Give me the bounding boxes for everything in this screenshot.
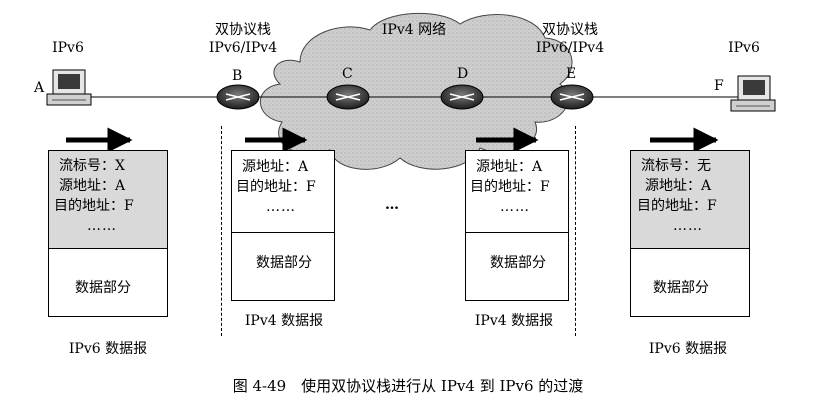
node-e-label: E: [566, 66, 577, 82]
router-b-icon: [216, 84, 260, 110]
flow-label-field: 流标号：无: [641, 158, 711, 174]
left-host-label: IPv6: [52, 40, 84, 56]
node-c-label: C: [342, 66, 353, 82]
cloud-label: IPv4 网络: [381, 22, 447, 38]
packet-header: 流标号：无 源地址：A 目的地址：F ……: [631, 151, 749, 249]
flow-label-field: 流标号：X: [59, 158, 125, 174]
destination-address-field: 目的地址：F: [470, 179, 550, 195]
more-fields: ……: [500, 199, 530, 215]
ipv4-packet-left-caption: IPv4 数据报: [244, 313, 324, 329]
ipv4-packet-right: 源地址：A 目的地址：F …… 数据部分: [465, 150, 569, 301]
dashed-separator: [575, 126, 576, 336]
ipv6-packet-left-caption: IPv6 数据报: [68, 341, 148, 357]
router-c-icon: [326, 84, 370, 110]
right-host-label: IPv6: [728, 40, 760, 56]
node-f-label: F: [714, 78, 724, 94]
host-a-computer-icon: [46, 69, 92, 106]
source-address-field: 源地址：A: [59, 178, 126, 194]
destination-address-field: 目的地址：F: [637, 198, 717, 214]
ipv6-packet-right: 流标号：无 源地址：A 目的地址：F …… 数据部分: [630, 150, 750, 317]
data-section-label: 数据部分: [490, 255, 546, 271]
ipv4-packet-left: 源地址：A 目的地址：F …… 数据部分: [231, 150, 335, 301]
packet-header: 源地址：A 目的地址：F ……: [466, 151, 568, 233]
host-f-computer-icon: [730, 75, 776, 112]
dual-stack-right-label-2: IPv6/IPv4: [535, 40, 605, 56]
destination-address-field: 目的地址：F: [236, 179, 316, 195]
more-fields: ……: [266, 199, 296, 215]
ipv6-packet-left: 流标号：X 源地址：A 目的地址：F …… 数据部分: [48, 150, 168, 317]
router-e-icon: [550, 84, 594, 110]
figure-caption: 图 4-49 使用双协议栈进行从 IPv4 到 IPv6 的过渡: [232, 377, 584, 395]
source-address-field: 源地址：A: [476, 159, 543, 175]
destination-address-field: 目的地址：F: [54, 198, 134, 214]
source-address-field: 源地址：A: [645, 178, 712, 194]
node-a-label: A: [34, 80, 45, 96]
router-d-icon: [440, 84, 484, 110]
more-fields: ……: [87, 218, 117, 234]
dual-stack-left-label-2: IPv6/IPv4: [208, 40, 278, 56]
node-b-label: B: [232, 68, 243, 84]
middle-ellipsis: …: [385, 197, 399, 213]
dual-stack-right-label-1: 双协议栈: [542, 22, 598, 38]
ipv6-packet-right-caption: IPv6 数据报: [648, 341, 728, 357]
ipv4-packet-right-caption: IPv4 数据报: [474, 313, 554, 329]
dual-stack-left-label-1: 双协议栈: [215, 22, 271, 38]
data-section-label: 数据部分: [653, 280, 709, 296]
more-fields: ……: [673, 218, 703, 234]
packet-header: 流标号：X 源地址：A 目的地址：F ……: [49, 151, 167, 249]
node-d-label: D: [457, 66, 469, 82]
packet-header: 源地址：A 目的地址：F ……: [232, 151, 334, 233]
data-section-label: 数据部分: [75, 280, 131, 296]
data-section-label: 数据部分: [256, 255, 312, 271]
dashed-separator: [221, 126, 222, 336]
source-address-field: 源地址：A: [242, 159, 309, 175]
